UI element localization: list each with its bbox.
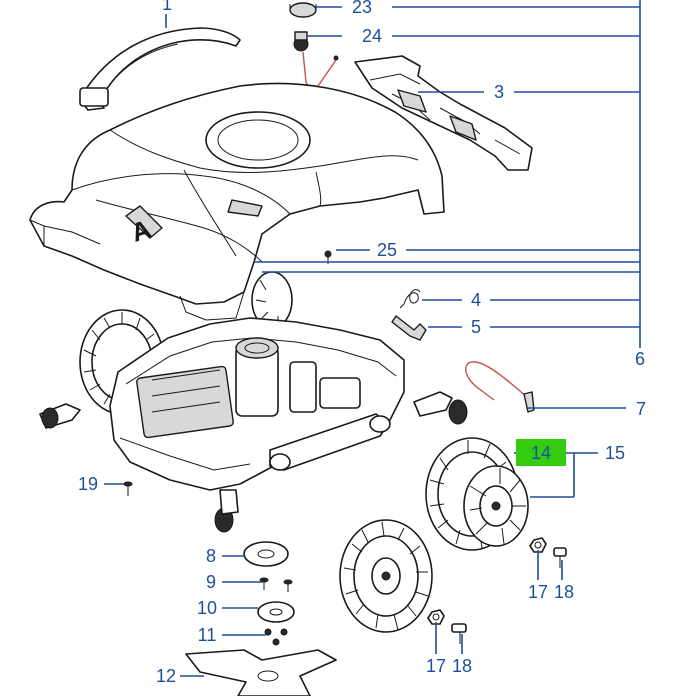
callout-18-lower[interactable]: 18 <box>452 656 472 676</box>
callout-18-upper[interactable]: 18 <box>554 582 574 602</box>
part-11-screws[interactable] <box>264 628 288 646</box>
part-14-15-wheel-assembly[interactable] <box>425 437 529 551</box>
callout-10[interactable]: 10 <box>197 598 217 618</box>
chassis-assembly[interactable] <box>39 271 468 533</box>
callout-17-upper[interactable]: 17 <box>528 582 548 602</box>
highlight-box-14 <box>516 439 566 466</box>
callout-8[interactable]: 8 <box>206 546 216 566</box>
callout-1[interactable]: 1 <box>162 0 172 14</box>
part-4-spring[interactable] <box>399 289 421 309</box>
caster-bottom <box>214 489 239 533</box>
part-17-nut-upper[interactable] <box>529 537 547 553</box>
callout-24[interactable]: 24 <box>362 26 382 46</box>
callout-19[interactable]: 19 <box>78 474 98 494</box>
part-18-bolt-lower[interactable] <box>451 623 467 644</box>
callout-14[interactable]: 14 <box>531 443 551 463</box>
callout-3[interactable]: 3 <box>494 82 504 102</box>
callout-5[interactable]: 5 <box>471 317 481 337</box>
callout-labels: 1 23 24 3 25 4 5 6 7 14 15 19 8 9 10 11 … <box>78 0 646 686</box>
callout-9[interactable]: 9 <box>206 572 216 592</box>
part-23-cap[interactable] <box>289 2 317 18</box>
callout-4[interactable]: 4 <box>471 290 481 310</box>
caster-right <box>413 391 468 425</box>
part-18-bolt-upper[interactable] <box>553 547 567 568</box>
callout-6[interactable]: 6 <box>635 349 645 369</box>
callout-25[interactable]: 25 <box>377 240 397 260</box>
leader-lines <box>104 0 641 677</box>
part-17-nut-lower[interactable] <box>427 609 445 625</box>
part-7-wire[interactable] <box>465 361 535 413</box>
part-8-washer[interactable] <box>243 541 289 567</box>
callout-7[interactable]: 7 <box>636 399 646 419</box>
part-10-disc[interactable] <box>257 601 295 623</box>
part-3-housing-rail[interactable] <box>354 55 533 171</box>
part-1-bumper-strip[interactable] <box>79 27 241 111</box>
part-19-screw[interactable] <box>123 481 133 496</box>
part-12-blade[interactable] <box>185 649 337 696</box>
wheel-middle[interactable] <box>339 519 433 633</box>
part-25-screw[interactable] <box>324 250 332 264</box>
callout-15[interactable]: 15 <box>605 443 625 463</box>
caster-left <box>39 403 81 429</box>
callout-23[interactable]: 23 <box>352 0 372 17</box>
callout-12[interactable]: 12 <box>156 666 176 686</box>
part-24-sensor[interactable] <box>293 31 339 89</box>
body-cover[interactable]: A <box>29 82 445 321</box>
callout-17-lower[interactable]: 17 <box>426 656 446 676</box>
part-5-pin[interactable] <box>391 315 427 341</box>
callout-11[interactable]: 11 <box>198 625 217 645</box>
part-9-screws[interactable] <box>259 577 293 592</box>
